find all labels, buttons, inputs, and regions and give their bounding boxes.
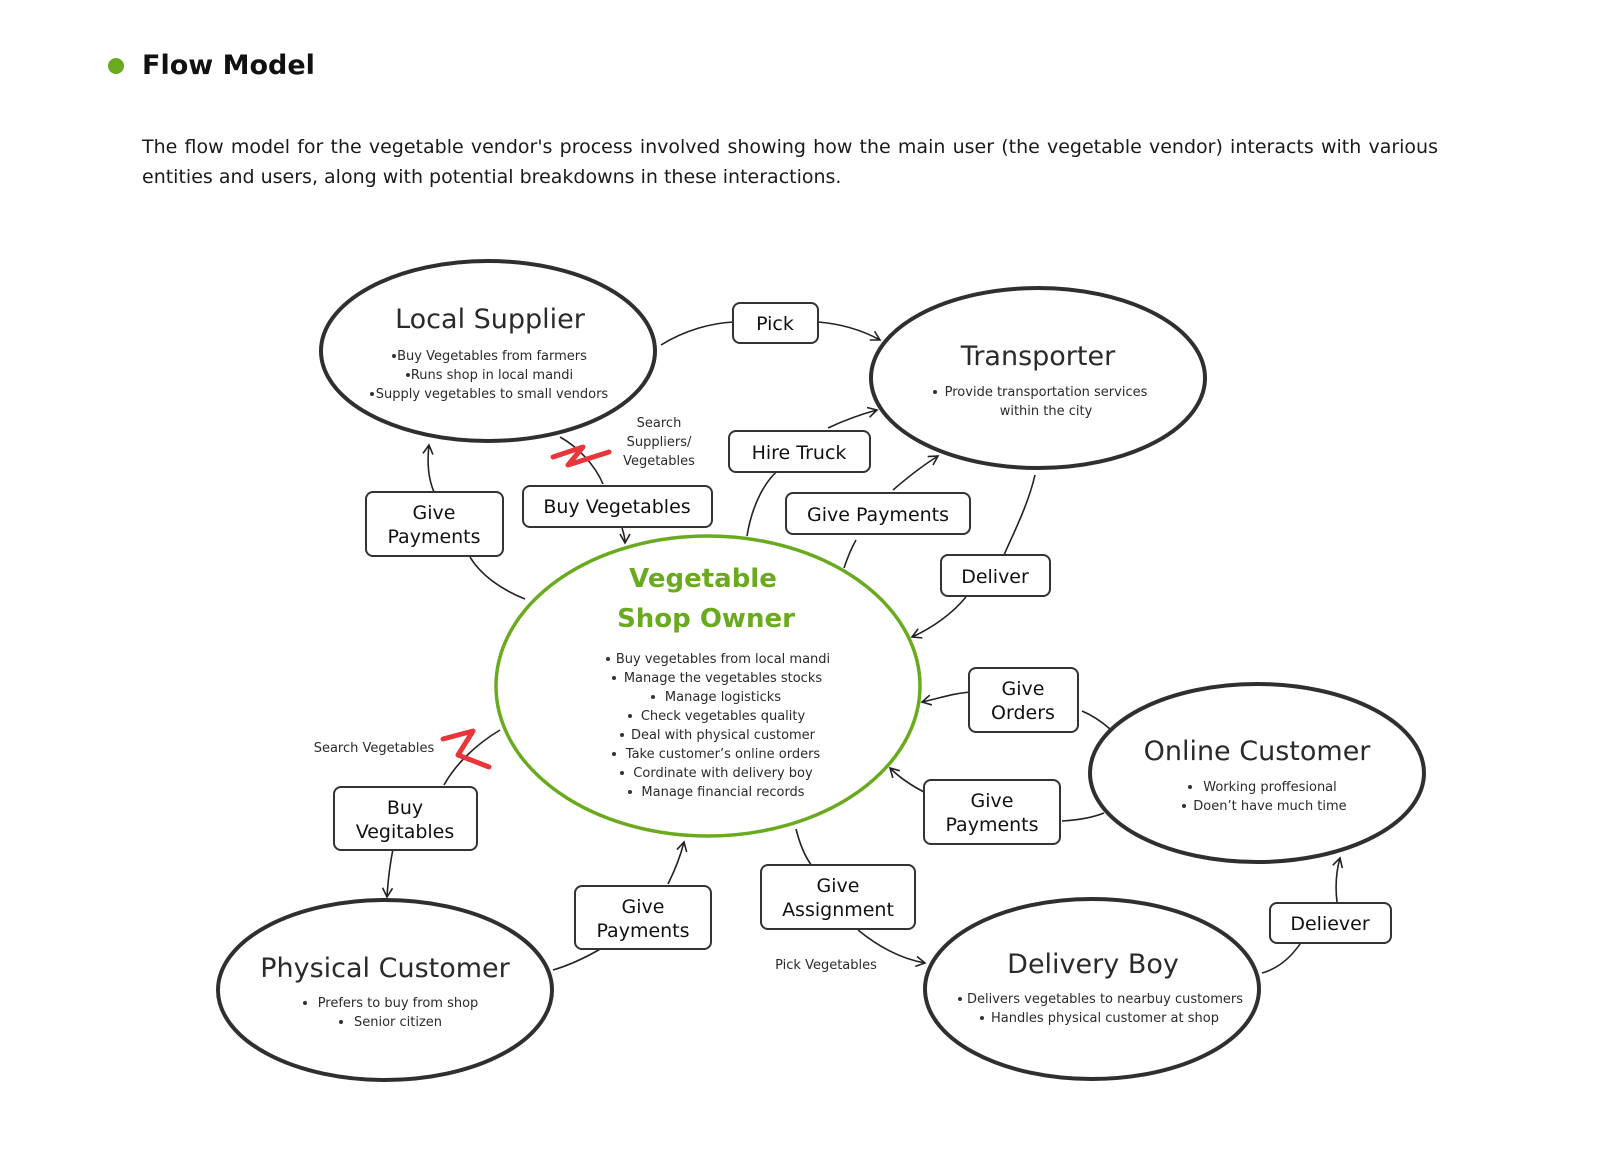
flow-label-deliever: Deliever	[1269, 902, 1392, 944]
entity-title: Local Supplier	[395, 304, 586, 335]
note-search-vegetables: Search Vegetables	[314, 741, 435, 756]
entity-online-customer: Online Customer Working proffesional Doe…	[1088, 682, 1426, 864]
section-heading: Flow Model	[108, 50, 315, 81]
note-search-suppliers: Vegetables	[623, 454, 695, 469]
flow-label-text: Buy Vegetables	[543, 496, 690, 518]
entity-title: Physical Customer	[260, 953, 510, 984]
entity-bullet: Prefers to buy from shop	[318, 996, 479, 1011]
entity-local-supplier: Local Supplier Buy Vegetables from farme…	[319, 259, 657, 443]
edge-give-orders-to-owner	[920, 691, 972, 706]
flow-label-text: Give Payments	[807, 504, 949, 526]
entity-vegetable-shop-owner: Vegetable Shop Owner Buy vegetables from…	[494, 534, 922, 838]
flow-label-give-payments-transporter: Give Payments	[785, 492, 971, 535]
edge-give-assignment-to-delivery	[857, 929, 927, 968]
flow-label-text: Give	[413, 502, 456, 524]
entity-bullet: Manage the vegetables stocks	[624, 671, 823, 686]
bullet-dot-icon	[108, 57, 124, 74]
edge-physical-to-give-payments	[552, 947, 603, 971]
edge-transporter-to-deliver	[1003, 474, 1036, 556]
flow-label-text: Vegitables	[356, 821, 455, 843]
entity-bullet: Doen’t have much time	[1193, 799, 1346, 814]
edge-hire-truck-to-transporter	[827, 406, 879, 429]
edge-delivery-to-deliever	[1261, 940, 1303, 974]
flow-label-text: Payments	[945, 814, 1038, 836]
owner-title-line2: Shop Owner	[617, 604, 795, 634]
flow-label-give-payments-supplier: Give Payments	[365, 491, 504, 557]
note-pick-vegetables: Pick Vegetables	[775, 958, 877, 973]
edge-give-payments-to-owner	[888, 766, 927, 794]
flow-label-text: Orders	[991, 702, 1055, 724]
flow-label-text: Payments	[596, 920, 689, 942]
entity-bullet: Check vegetables quality	[641, 709, 806, 724]
entity-delivery-boy: Delivery Boy Delivers vegetables to near…	[923, 897, 1261, 1081]
flow-label-hire-truck: Hire Truck	[728, 430, 871, 473]
flow-label-buy-vegitables: Buy Vegitables	[333, 786, 478, 851]
breakdown-icon	[550, 444, 612, 468]
entity-bullet: Supply vegetables to small vendors	[376, 387, 609, 402]
flow-label-text: Pick	[756, 313, 794, 335]
edge-deliver-to-owner	[910, 596, 967, 639]
entity-bullet: Manage logisticks	[665, 690, 781, 705]
edge-owner-to-give-payments-supplier	[469, 556, 526, 600]
flow-label-deliver: Deliver	[940, 554, 1051, 597]
section-title: Flow Model	[142, 50, 315, 81]
entity-bullet: Take customer’s online orders	[625, 747, 821, 762]
flow-label-text: Give	[1002, 678, 1045, 700]
flow-label-buy-vegetables: Buy Vegetables	[522, 485, 713, 528]
entity-physical-customer: Physical Customer Prefers to buy from sh…	[216, 898, 554, 1082]
entity-title: Online Customer	[1144, 736, 1372, 767]
entity-bullet: Senior citizen	[354, 1015, 442, 1030]
edge-give-payments-to-transporter	[892, 455, 940, 491]
entity-title: Delivery Boy	[1007, 949, 1179, 980]
flow-label-pick: Pick	[732, 302, 819, 344]
flow-label-give-payments-online: Give Payments	[923, 779, 1061, 845]
entity-bullet: Buy Vegetables from farmers	[397, 349, 587, 364]
edge-buy-vegetables-to-owner	[619, 527, 631, 545]
flow-label-text: Give	[622, 896, 665, 918]
entity-bullet: within the city	[1000, 404, 1093, 419]
edge-online-to-give-payments	[1061, 812, 1105, 822]
edge-supplier-to-pick	[660, 321, 734, 346]
entity-transporter: Transporter Provide transportation servi…	[869, 286, 1207, 470]
edge-owner-to-hire-truck	[746, 467, 782, 537]
flow-label-text: Payments	[387, 526, 480, 548]
entity-bullet: Buy vegetables from local mandi	[616, 652, 830, 667]
flow-label-text: Hire Truck	[752, 442, 847, 464]
edge-give-payments-to-owner-2	[667, 840, 688, 885]
edge-buy-vegitables-to-physical	[381, 848, 394, 899]
entity-bullet: Delivers vegetables to nearbuy customers	[967, 992, 1243, 1007]
entity-bullet: Working proffesional	[1203, 780, 1337, 795]
edge-give-payments-to-supplier	[422, 443, 435, 493]
flow-label-give-payments-physical: Give Payments	[574, 885, 712, 950]
note-search-suppliers: Search	[637, 416, 682, 431]
entity-bullet: Provide transportation services	[945, 385, 1148, 400]
edge-online-to-give-orders	[1081, 710, 1111, 730]
edge-deliever-to-online	[1332, 856, 1344, 903]
flow-label-give-assignment: Give Assignment	[760, 864, 916, 930]
flow-label-text: Give	[971, 790, 1014, 812]
flow-label-text: Give	[817, 875, 860, 897]
flow-label-text: Deliver	[961, 566, 1029, 588]
note-search-suppliers: Suppliers/	[627, 435, 692, 450]
flow-label-give-orders: Give Orders	[968, 667, 1079, 733]
breakdown-icon	[440, 728, 492, 770]
entity-bullet: Deal with physical customer	[631, 728, 816, 743]
flow-label-text: Buy	[387, 797, 423, 819]
entity-bullet: Runs shop in local mandi	[411, 368, 573, 383]
entity-bullet: Manage financial records	[641, 785, 804, 800]
entity-bullet: Cordinate with delivery boy	[633, 766, 813, 781]
flow-label-text: Deliever	[1290, 913, 1370, 935]
section-intro: The flow model for the vegetable vendor'…	[142, 136, 1438, 188]
edge-owner-to-give-assignment	[795, 828, 813, 867]
edge-pick-to-transporter	[817, 321, 882, 341]
owner-title-line1: Vegetable	[629, 564, 777, 594]
edge-owner-to-give-payments	[843, 539, 857, 569]
flow-label-text: Assignment	[782, 899, 894, 921]
entity-title: Transporter	[960, 341, 1116, 372]
entity-bullet: Handles physical customer at shop	[991, 1011, 1219, 1026]
edge-owner-to-buy-vegitables	[443, 729, 501, 786]
